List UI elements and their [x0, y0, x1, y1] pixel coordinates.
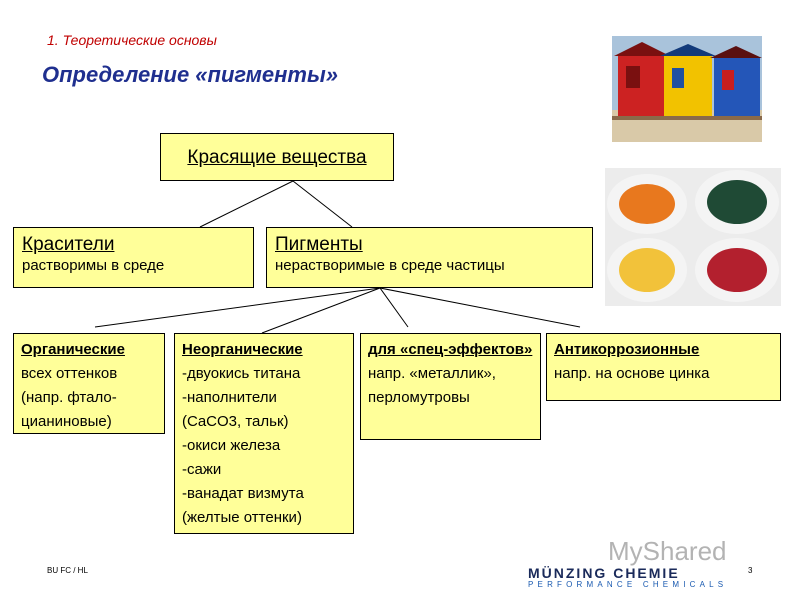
- page-number: 3: [748, 566, 753, 575]
- node-anticorrosion-line: напр. на основе цинка: [554, 365, 710, 382]
- node-inorganic-line: -двуокись титана: [182, 365, 301, 382]
- node-special-effects-line: перломутровы: [368, 389, 470, 406]
- watermark: MyShared: [608, 536, 727, 566]
- node-coloring-substances-label: Красящие вещества: [187, 147, 367, 168]
- node-special-effects: для «спец-эффектов» напр. «металлик», пе…: [360, 333, 541, 440]
- node-inorganic-line: -окиси железа: [182, 437, 281, 454]
- node-organic-heading: Органические: [21, 341, 125, 358]
- connector-organic: [94, 287, 381, 328]
- connector-root-pigments: [292, 180, 353, 228]
- node-organic: Органические всех оттенков (напр. фтало-…: [13, 333, 165, 434]
- connector-inorganic: [261, 287, 381, 334]
- pigment-powders-image: [605, 168, 781, 306]
- node-organic-line: (напр. фтало-: [21, 389, 117, 406]
- node-dyes: Красители растворимы в среде: [13, 227, 254, 288]
- node-inorganic: Неорганические -двуокись титана -наполни…: [174, 333, 354, 534]
- node-inorganic-line: (CaCO3, тальк): [182, 413, 289, 430]
- connector-special: [379, 287, 409, 328]
- node-anticorrosion: Антикоррозионные напр. на основе цинка: [546, 333, 781, 401]
- node-inorganic-heading: Неорганические: [182, 341, 303, 358]
- node-dyes-heading: Красители: [22, 234, 115, 255]
- node-inorganic-line: (желтые оттенки): [182, 509, 302, 526]
- node-special-effects-line: напр. «металлик»,: [368, 365, 496, 382]
- node-organic-line: цианиновые): [21, 413, 112, 430]
- node-pigments-heading: Пигменты: [275, 234, 363, 255]
- node-inorganic-line: -наполнители: [182, 389, 277, 406]
- company-logo: MÜNZING CHEMIE: [528, 565, 680, 581]
- node-inorganic-line: -сажи: [182, 461, 222, 478]
- node-anticorrosion-heading: Антикоррозионные: [554, 341, 700, 358]
- node-organic-line: всех оттенков: [21, 365, 118, 382]
- node-inorganic-line: -ванадат визмута: [182, 485, 304, 502]
- node-special-effects-heading: для «спец-эффектов»: [368, 341, 533, 358]
- beach-huts-image: [612, 36, 762, 142]
- node-dyes-text: растворимы в среде: [22, 257, 165, 274]
- page-title: Определение «пигменты»: [42, 62, 338, 87]
- connector-anticorrosion: [379, 287, 581, 328]
- node-pigments: Пигменты нерастворимые в среде частицы: [266, 227, 593, 288]
- node-pigments-text: нерастворимые в среде частицы: [275, 257, 505, 274]
- section-label: 1. Теоретические основы: [47, 32, 217, 48]
- company-tagline: PERFORMANCE CHEMICALS: [528, 580, 728, 589]
- footer-author: BU FC / HL: [47, 566, 88, 575]
- connector-root-dyes: [199, 180, 294, 228]
- node-coloring-substances: Красящие вещества: [160, 133, 394, 181]
